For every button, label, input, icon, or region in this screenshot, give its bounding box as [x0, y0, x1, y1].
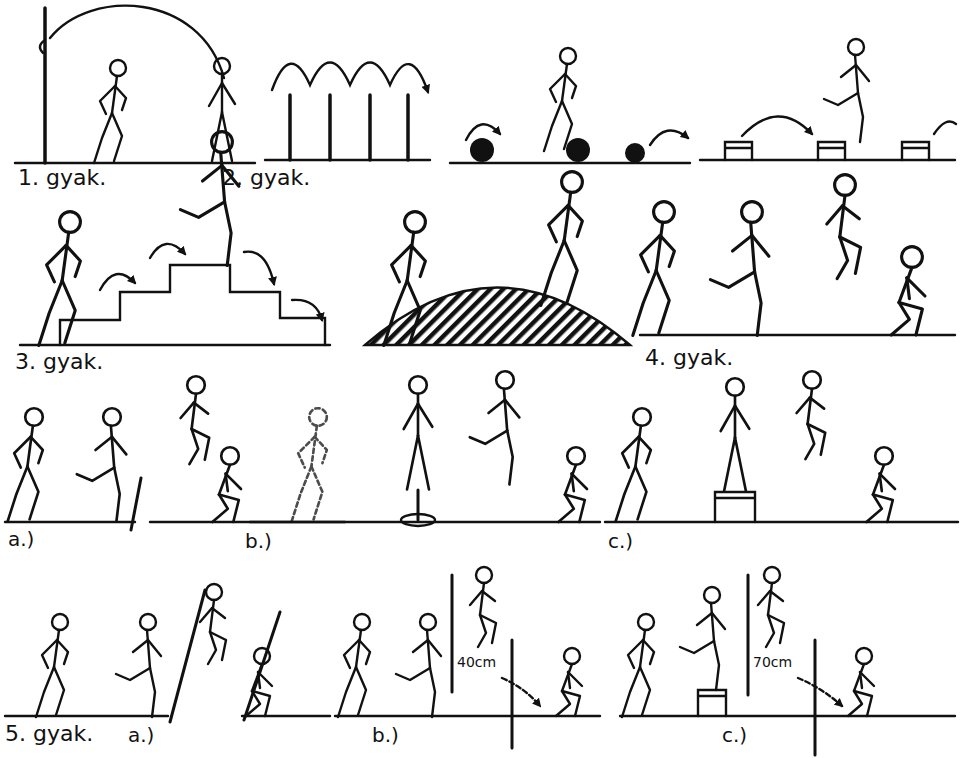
variant-letter: a.): [8, 528, 34, 550]
variant-letter: c.): [722, 724, 747, 746]
height-dimension: 70cm: [753, 655, 792, 670]
variant-letter: a.): [128, 724, 154, 746]
exercise-number: 1. gyak.: [18, 166, 106, 190]
exercise-4b-drawing: [250, 371, 600, 526]
exercise-4a-drawing: [5, 376, 345, 530]
variant-letter: b.): [245, 530, 272, 552]
exercise-number: 5. gyak.: [5, 722, 93, 746]
exercise-4-drawing: [633, 175, 955, 336]
exercise-5a-drawing: [5, 584, 330, 722]
exercise-5c-drawing: [620, 567, 955, 755]
exercise-4c-drawing: [605, 371, 958, 522]
exercise-number: 4. gyak.: [645, 346, 733, 370]
exercise-3-drawing: [20, 132, 630, 346]
exercise-number: 2. gyak.: [222, 166, 310, 190]
exercise-number: 3. gyak.: [15, 350, 103, 374]
exercise-2-drawing: [265, 39, 956, 163]
exercise-1-drawing: [15, 6, 255, 163]
height-dimension: 40cm: [457, 655, 496, 670]
variant-letter: b.): [372, 724, 399, 746]
variant-letter: c.): [608, 530, 633, 552]
exercise-5b-drawing: [335, 567, 600, 748]
